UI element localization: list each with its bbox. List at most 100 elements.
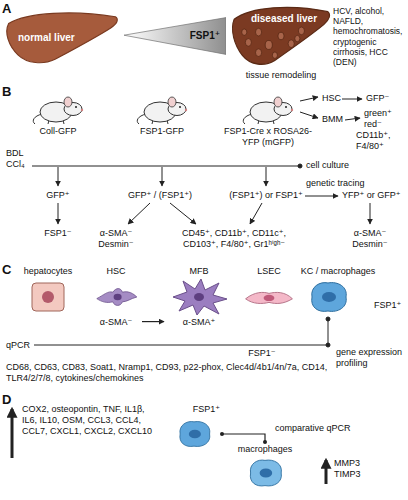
marker-label: FSP1⁻ bbox=[44, 228, 71, 239]
mouse-ear bbox=[168, 97, 176, 107]
arrow-line bbox=[250, 203, 262, 224]
mouse-nose bbox=[291, 109, 293, 111]
node-shape bbox=[230, 455, 300, 491]
cell-body bbox=[97, 288, 137, 305]
node-picture bbox=[18, 90, 98, 126]
cell-nucleus bbox=[322, 292, 336, 302]
liver-outline bbox=[7, 13, 117, 63]
qpcr-line bbox=[34, 345, 328, 346]
cell-nucleus bbox=[42, 291, 54, 303]
node-shape bbox=[220, 90, 316, 126]
node-label: FSP1-GFP bbox=[122, 126, 202, 137]
node-picture bbox=[122, 90, 202, 126]
up-arrow bbox=[325, 460, 328, 484]
marker-label: green⁺ bbox=[364, 108, 392, 119]
node-label: normal liver bbox=[18, 32, 75, 44]
arrow-line bbox=[170, 203, 196, 224]
arrow-line bbox=[300, 112, 318, 118]
node-shape bbox=[92, 277, 140, 317]
gene-list: CD68, CD63, CD83, Soat1, Nramp1, CD93, p… bbox=[6, 362, 332, 384]
cell-body bbox=[246, 292, 293, 303]
liver-outline bbox=[232, 7, 329, 64]
arrow-line bbox=[58, 203, 59, 224]
hepatocyte-cell: hepatocytes bbox=[16, 266, 80, 317]
liver-nodule bbox=[242, 29, 247, 35]
panel-letter: D bbox=[2, 392, 11, 408]
liver-nodule bbox=[256, 28, 262, 36]
normal-liver: normal liver bbox=[4, 10, 120, 66]
cell-body bbox=[250, 460, 281, 486]
marker-label: α-SMA⁻ Desmin⁻ bbox=[96, 228, 136, 250]
arrow-line bbox=[128, 203, 150, 224]
node-picture bbox=[168, 415, 220, 453]
connector-line bbox=[142, 321, 164, 322]
panel-letter: B bbox=[2, 84, 11, 100]
liver-nodule bbox=[298, 27, 304, 35]
node-shape bbox=[298, 277, 378, 317]
node-label: FSP1⁺ bbox=[168, 404, 220, 415]
node-shape bbox=[242, 277, 296, 317]
gene-list: COX2, osteopontin, TNF, IL1β, IL6, IL10,… bbox=[22, 404, 158, 436]
line-dot bbox=[326, 343, 330, 347]
mouse-eye bbox=[75, 106, 77, 108]
node-label: FSP1-Cre x ROSA26-YFP (mGFP) bbox=[220, 126, 316, 148]
gradient-wedge: FSP1⁺ bbox=[124, 16, 226, 56]
method-label: gene expression profiling bbox=[336, 347, 406, 369]
panel-letter: A bbox=[2, 1, 11, 17]
mouse-ear bbox=[64, 97, 72, 107]
connector-dot bbox=[263, 440, 267, 444]
node-picture bbox=[220, 90, 316, 126]
cell-nucleus bbox=[264, 295, 275, 301]
note-label: tissue remodeling bbox=[246, 70, 317, 81]
qpcr-line bbox=[328, 319, 329, 345]
marker-list: CD45⁺, CD11b⁺, CD11c⁺, CD103⁺, F4/80⁺, G… bbox=[166, 228, 302, 250]
node-label: FSP1⁺ bbox=[190, 30, 220, 42]
arrow-line bbox=[370, 203, 371, 224]
liver-nodule bbox=[295, 35, 300, 41]
cell-body bbox=[32, 283, 64, 311]
cell-body bbox=[180, 421, 210, 446]
method-label: cell culture bbox=[306, 160, 349, 171]
marker-label: red⁻ bbox=[364, 119, 382, 130]
liver-nodule bbox=[278, 32, 284, 40]
panel-letter: C bbox=[2, 262, 11, 278]
stellate-cell: HSCα-SMA⁻ bbox=[92, 266, 140, 328]
fsp1-cell: FSP1⁺ bbox=[168, 404, 220, 453]
mouse-nose bbox=[185, 109, 187, 111]
liver-nodule bbox=[245, 39, 251, 47]
mouse-figure: FSP1-GFP bbox=[122, 90, 202, 137]
method-label: qPCR bbox=[6, 340, 30, 351]
node-label: LSEC bbox=[242, 266, 296, 277]
cell-body bbox=[173, 279, 227, 315]
cell-nucleus bbox=[194, 293, 204, 301]
marker-label: GFP⁺ / (FSP1⁺) bbox=[128, 190, 192, 201]
arrow-line bbox=[342, 99, 362, 100]
node-shape bbox=[18, 90, 98, 126]
treatment-label: BDL bbox=[6, 148, 24, 159]
arrow-line bbox=[162, 167, 163, 186]
treatment-line bbox=[32, 166, 300, 167]
arrow-line bbox=[345, 118, 360, 120]
marker-label: α-SMA⁺ bbox=[166, 317, 232, 328]
liver-nodule bbox=[265, 40, 272, 49]
macrophage-cell: macrophages bbox=[230, 444, 300, 491]
cell-nucleus bbox=[260, 468, 273, 477]
gradient-wedge-shape bbox=[124, 18, 226, 55]
liver-nodule bbox=[288, 40, 294, 48]
node-label: macrophages bbox=[230, 444, 300, 455]
mouse-nose bbox=[81, 109, 83, 111]
connector-dot bbox=[220, 432, 224, 436]
cell-label: BMM bbox=[322, 114, 343, 125]
cell-nucleus bbox=[189, 429, 201, 438]
diseased-liver: diseased liver bbox=[230, 4, 332, 68]
cell-body bbox=[312, 282, 347, 311]
connector-label: comparative qPCR bbox=[273, 423, 353, 434]
node-label: HSC bbox=[92, 266, 140, 277]
node-label: diseased liver bbox=[251, 13, 317, 25]
liver-nodule bbox=[272, 52, 277, 58]
node-picture bbox=[166, 277, 232, 317]
disease-list: HCV, alcohol, NAFLD, hemochromatosis, cr… bbox=[333, 6, 406, 67]
mouse-figure: FSP1-Cre x ROSA26-YFP (mGFP) bbox=[220, 90, 316, 148]
method-label: genetic tracing bbox=[306, 178, 365, 189]
